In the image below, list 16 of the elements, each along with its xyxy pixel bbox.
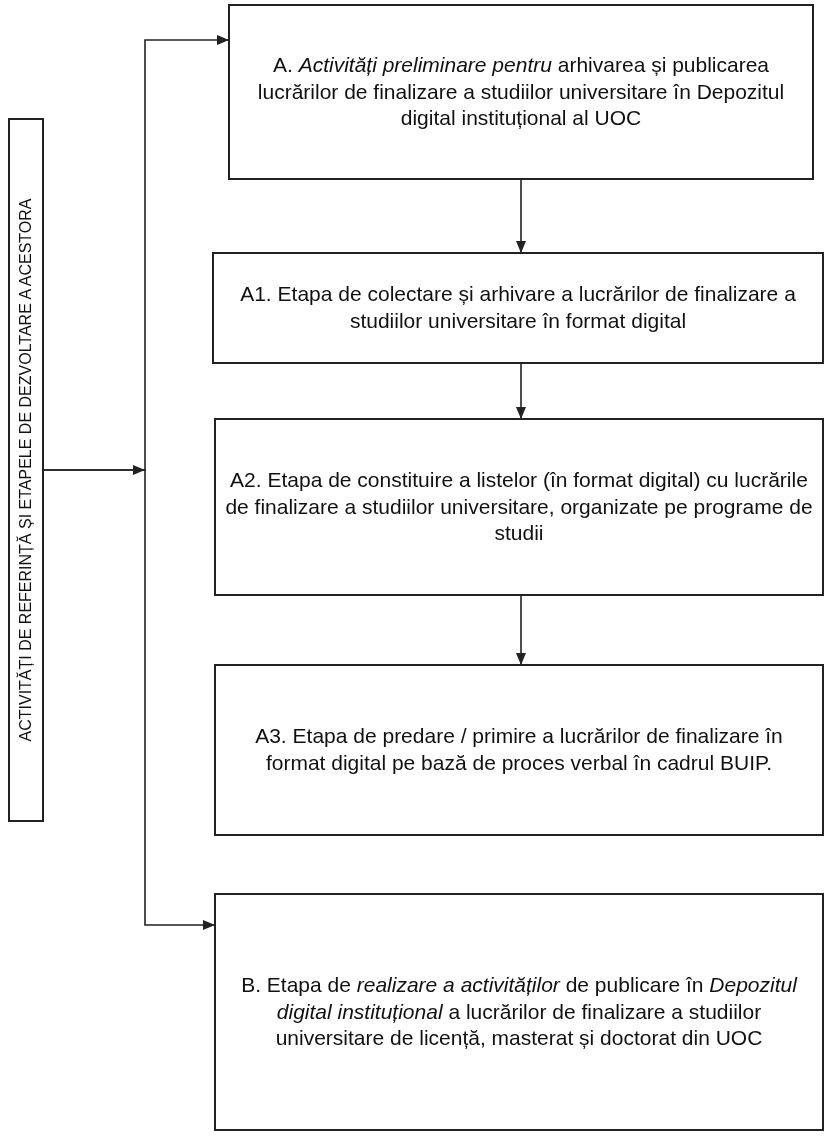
- arrow: [516, 179, 526, 253]
- process-label: A3. Etapa de predare / primire a lucrărilor de finalizare în format digital pe bază de proces verbal în cadrul BUIP.: [254, 723, 784, 776]
- process-label: B. Etapa de realizare a activităților de publicare în Depozitul digital instituțional a lucrărilor de finalizare a studiilor universitare de licență, masterat și doctorat din UOC: [240, 971, 799, 1052]
- process-label: A. Activități preliminare pentru arhivarea și publicarea lucrărilor de finalizare a studiilor universitare în Depozitul digital instituțional al UOC: [256, 51, 786, 132]
- process-box: [214, 664, 824, 836]
- category-box: [8, 118, 44, 822]
- process-label: A1. Etapa de colectare și arhivare a lucrărilor de finalizare a studiilor universitare în format digital: [239, 281, 797, 334]
- category-label: ACTIVITĂȚI DE REFERINȚĂ ȘI ETAPELE DE DEZVOLTARE A ACESTORA: [15, 197, 35, 744]
- process-box: [214, 893, 824, 1131]
- arrow: [516, 595, 526, 665]
- process-box: [214, 418, 824, 596]
- arrow: [43, 469, 215, 930]
- process-box: [228, 4, 814, 180]
- arrow: [516, 363, 526, 419]
- process-box: [212, 252, 824, 364]
- process-label: A2. Etapa de constituire a listelor (în format digital) cu lucrările de finalizare a studiilor universitare, organizate pe programe de studii: [224, 466, 814, 547]
